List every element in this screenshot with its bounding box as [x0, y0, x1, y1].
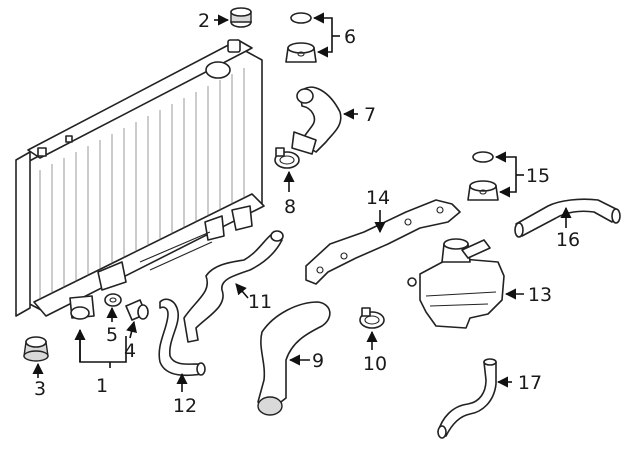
- callout-1: 1: [96, 375, 108, 397]
- reservoir-hose: [437, 358, 497, 439]
- reservoir-cap-lower: [467, 180, 499, 201]
- callout-9: 9: [312, 350, 324, 372]
- callout-10: 10: [363, 353, 387, 375]
- washer: [104, 293, 122, 307]
- callout-6: 6: [344, 26, 356, 48]
- callout-11: 11: [248, 291, 272, 313]
- grommet: [23, 336, 49, 362]
- callout-8: 8: [284, 196, 296, 218]
- radiator-cap: [230, 7, 252, 28]
- callout-14: 14: [366, 187, 390, 209]
- radiator-fins: [39, 68, 245, 300]
- callout-13: 13: [528, 284, 552, 306]
- callout-labels: 1 2 3 4 5 6 7 8 9 10 11 12 13 14 15 16 1…: [34, 10, 580, 417]
- radiator-hose-12: [158, 298, 206, 377]
- leader-lines: [32, 12, 572, 392]
- hose-clamp-lower: [359, 307, 385, 329]
- callout-15: 15: [526, 165, 550, 187]
- callout-7: 7: [364, 104, 376, 126]
- callout-12: 12: [173, 395, 197, 417]
- reservoir-cap: [285, 42, 317, 63]
- callout-5: 5: [106, 324, 118, 346]
- callout-4: 4: [124, 340, 136, 362]
- callout-16: 16: [556, 229, 580, 251]
- cap-seal-lower: [472, 151, 494, 163]
- hose-clamp-upper: [274, 147, 300, 169]
- callout-3: 3: [34, 378, 46, 400]
- radiator-hose-11: [183, 230, 284, 343]
- upper-hose: [291, 86, 342, 155]
- lower-hose: [257, 301, 331, 416]
- drain-plug: [125, 299, 149, 321]
- radiator: [15, 39, 265, 320]
- callout-17: 17: [518, 372, 542, 394]
- coolant-reservoir: [407, 238, 505, 329]
- callout-2: 2: [198, 10, 210, 32]
- cap-seal: [290, 12, 312, 24]
